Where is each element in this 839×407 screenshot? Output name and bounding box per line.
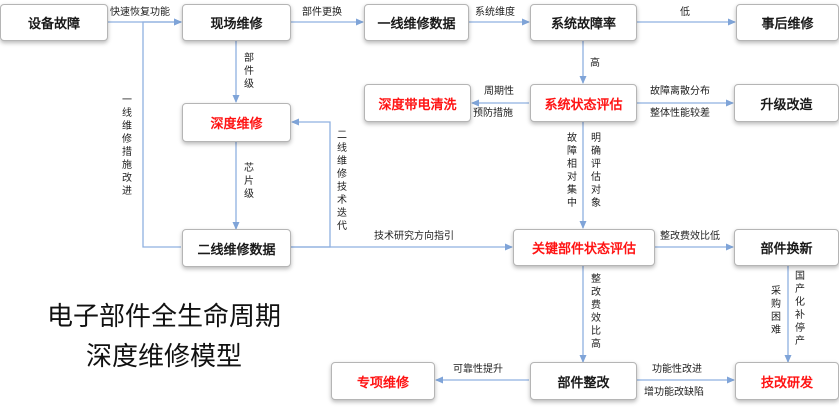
label-purchase-hard: 采购困难 [771,286,781,336]
label-periodic: 周期性 [484,86,514,97]
node-tech-research[interactable]: 技改研发 [735,362,839,400]
node-component-rectify[interactable]: 部件整改 [530,362,637,400]
label-add-function: 增功能改缺陷 [644,387,704,398]
label-fault-dispersion: 故障离散分布 [650,86,710,97]
label-preventive: 预防措施 [473,108,513,119]
label-low: 低 [680,7,690,18]
label-domestic-sub: 国产化补停产 [795,271,805,347]
node-deep-live-cleaning[interactable]: 深度带电清洗 [364,84,471,122]
node-system-state-eval[interactable]: 系统状态评估 [530,84,637,122]
label-cost-high: 整改费效比高 [591,274,601,350]
node-component-replace[interactable]: 部件换新 [734,229,839,266]
label-overall-performance: 整体性能较差 [650,108,710,119]
node-upgrade-retrofit[interactable]: 升级改造 [734,84,839,122]
node-deep-maintenance[interactable]: 深度维修 [182,103,291,142]
edge-secondline-to-field [142,18,182,248]
label-system-dimension: 系统维度 [475,7,515,18]
label-cost-low: 整改费效比低 [660,231,720,242]
label-second-line-iteration: 二线维修技术迭代 [337,130,347,232]
label-first-line-measures: 一线维修措施改进 [122,95,132,197]
label-function-improve: 功能性改进 [652,364,702,375]
node-system-fault-rate[interactable]: 系统故障率 [530,4,637,41]
label-quick-restore: 快速恢复功能 [110,7,170,18]
label-component-replace: 部件更换 [302,7,342,18]
label-chip-level: 芯片级 [244,163,254,200]
node-second-line-data[interactable]: 二线维修数据 [182,229,291,267]
label-fault-concentrated: 故障相对集中 [567,133,577,209]
edge-secondline-to-deep [291,118,331,248]
node-key-component-eval[interactable]: 关键部件状态评估 [513,229,655,266]
diagram-title-line1: 电子部件全生命周期 [46,302,281,332]
node-special-maintenance[interactable]: 专项维修 [331,362,435,400]
label-component-level: 部件级 [244,53,254,90]
label-tech-direction: 技术研究方向指引 [374,231,454,242]
node-first-line-data[interactable]: 一线维修数据 [364,4,469,41]
label-clear-target: 明确评估对象 [591,133,601,209]
node-equipment-fault[interactable]: 设备故障 [0,4,108,41]
node-field-maintenance[interactable]: 现场维修 [182,4,291,41]
diagram-title-line2: 深度维修模型 [85,342,242,372]
label-reliability-up: 可靠性提升 [453,364,503,375]
label-high: 高 [590,58,600,69]
node-post-maintenance[interactable]: 事后维修 [736,4,839,41]
